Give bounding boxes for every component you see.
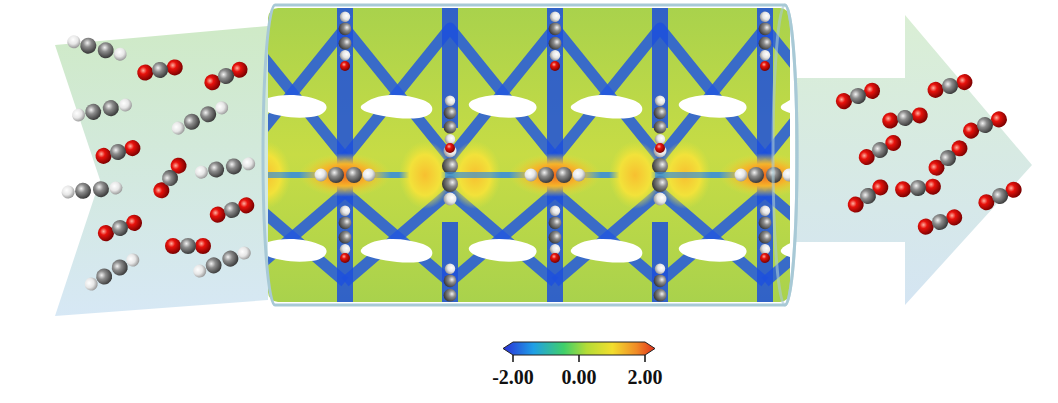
colorbar-tick	[513, 355, 645, 362]
inflow-arrow	[55, 26, 268, 316]
tick-label: -2.00	[492, 366, 534, 388]
tick-label: 2.00	[628, 366, 663, 388]
framework-map	[268, 8, 790, 302]
tube-outline	[263, 5, 797, 305]
outlet-molecules	[834, 72, 1025, 236]
colorbar	[503, 342, 655, 362]
inlet-molecules	[61, 32, 257, 294]
tick-label: 0.00	[562, 366, 597, 388]
outflow-arrow	[795, 15, 1032, 305]
